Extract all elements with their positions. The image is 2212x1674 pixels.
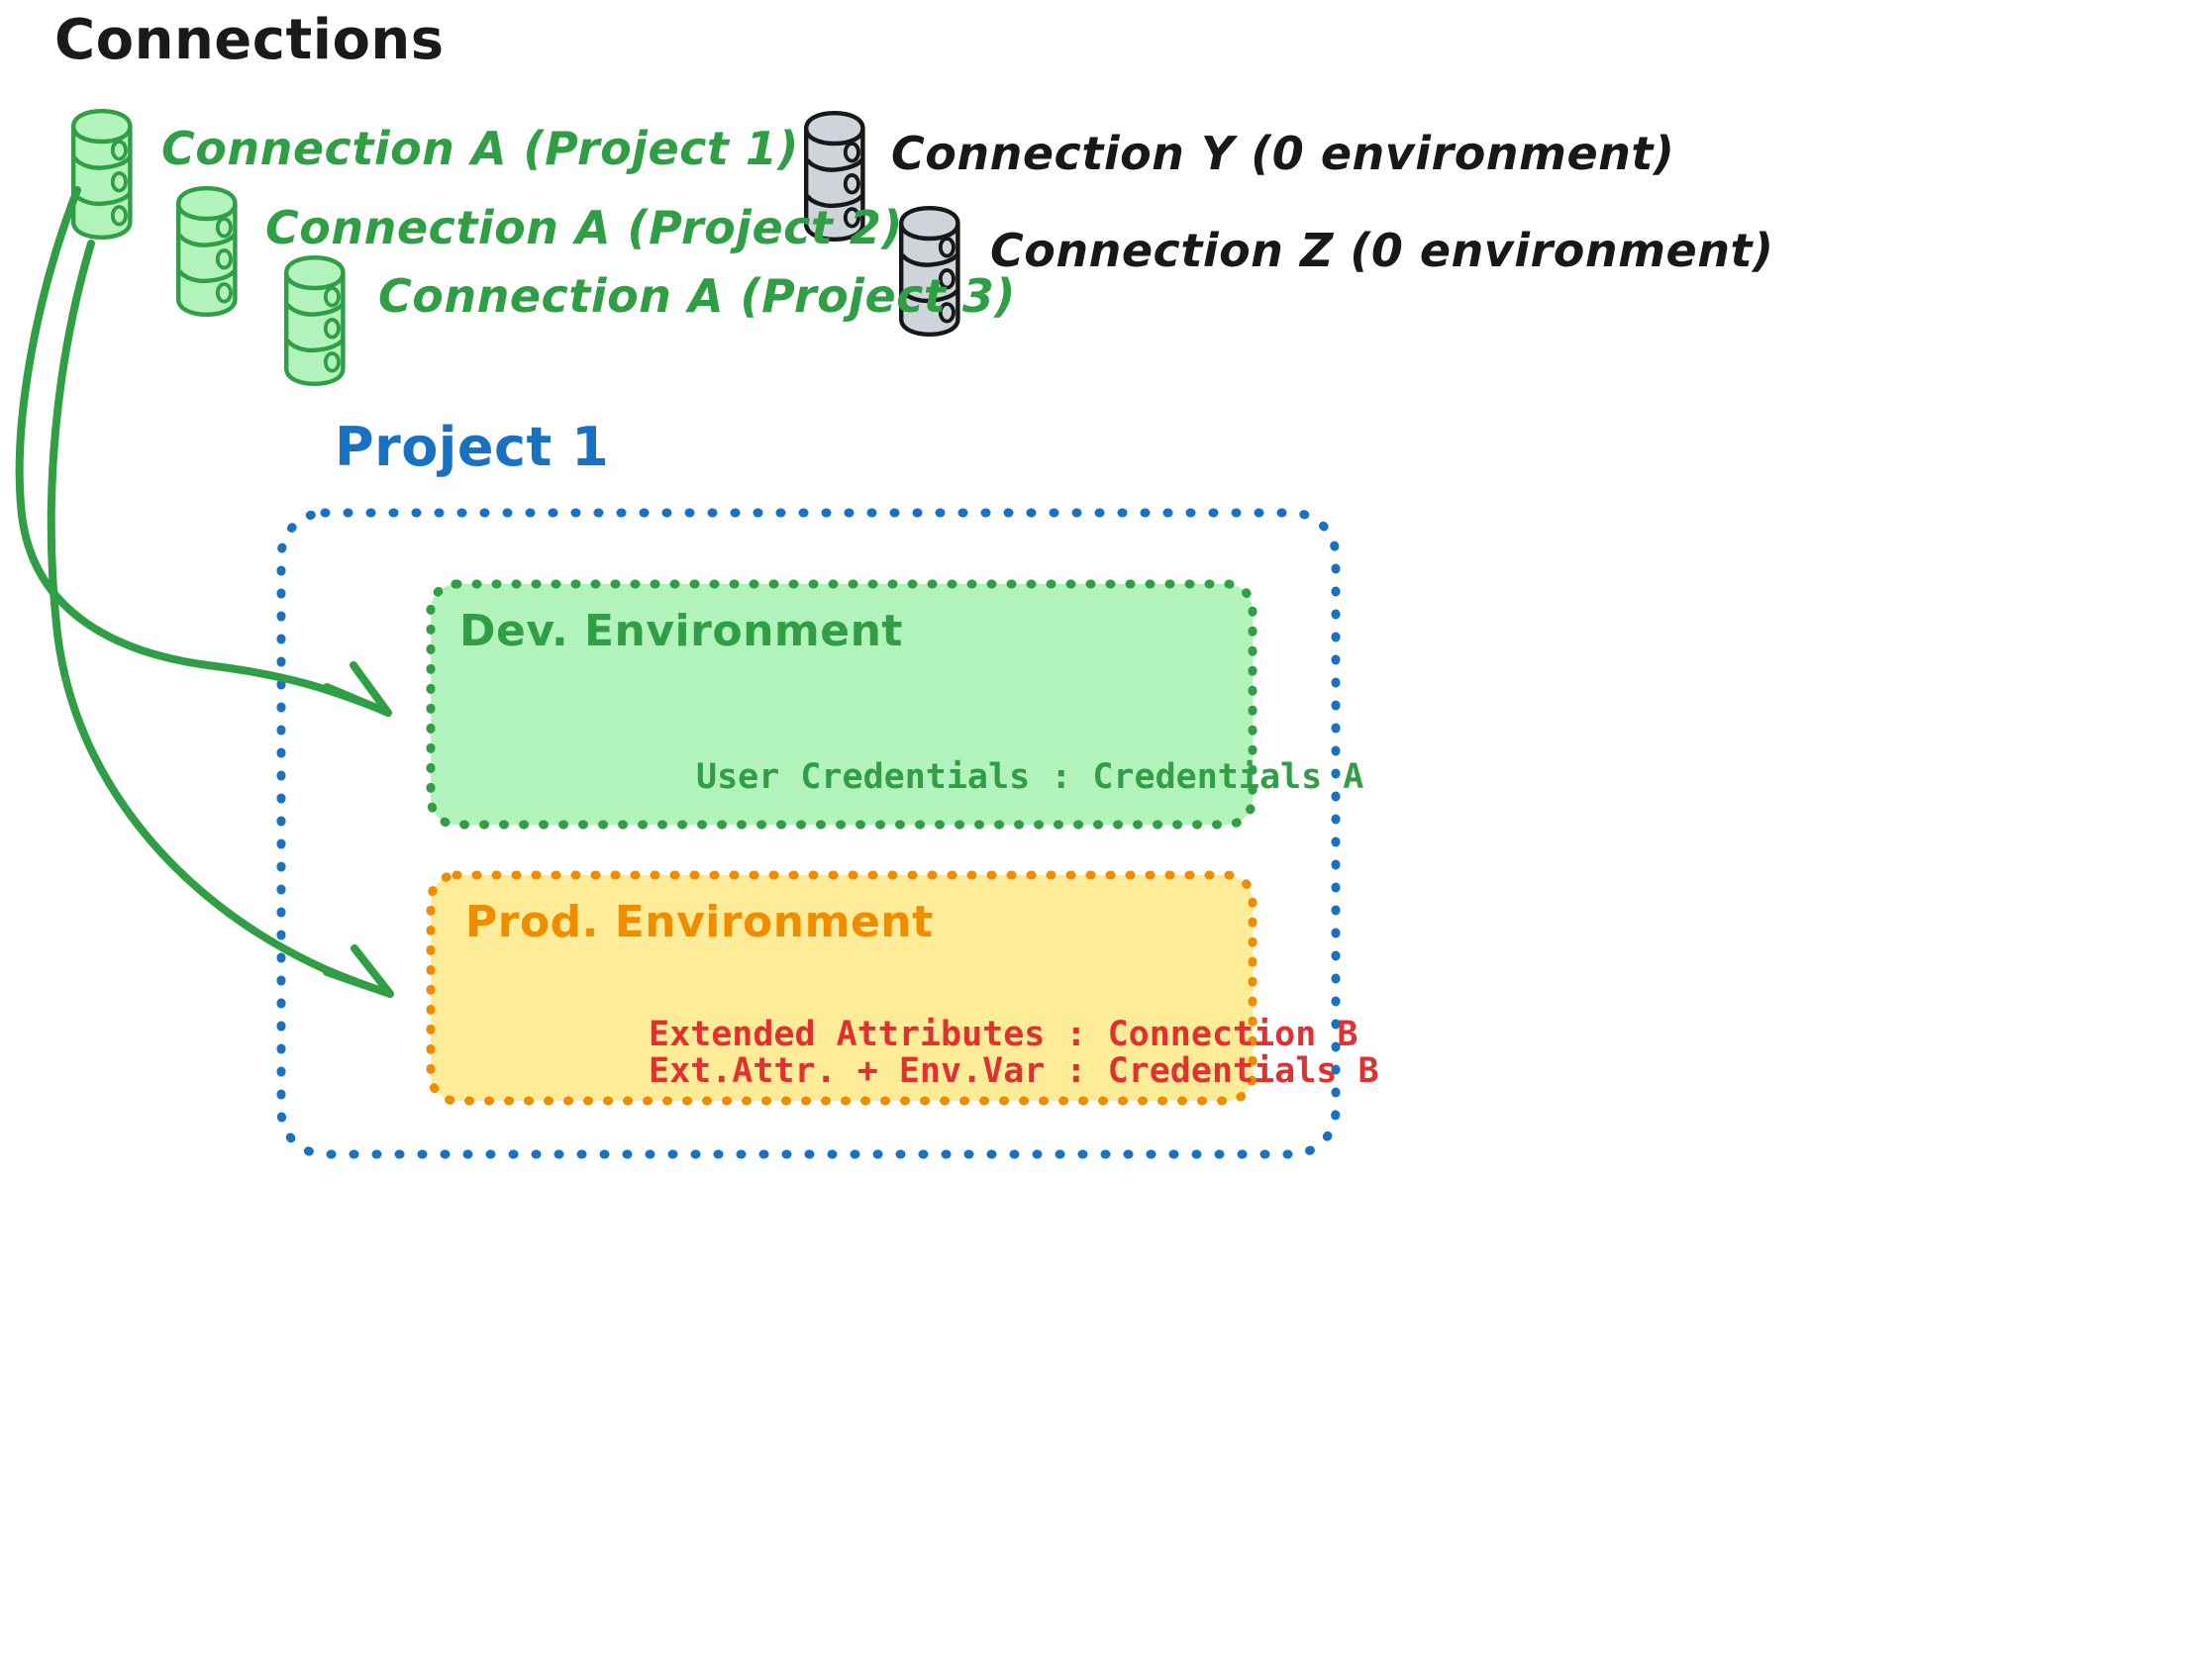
arrow-connection-a-to-prod [47, 240, 394, 998]
prod-environment-row-0: Extended Attributes : Connection B [649, 1015, 1358, 1054]
connection-label-z: Connection Z (0 environment) [990, 224, 1774, 277]
connection-label-a1: Connection A (Project 1) [161, 122, 799, 175]
prod-environment-row-1: Ext.Attr. + Env.Var : Credentials B [649, 1051, 1379, 1091]
database-cylinder-icon-connection-a2 [176, 186, 238, 318]
project-container-border [276, 508, 1341, 1159]
database-cylinder-icon-connection-y [804, 111, 865, 243]
database-cylinder-icon-connection-a1 [71, 109, 133, 241]
database-cylinder-icon-connection-z [899, 206, 960, 338]
page-title: Connections [54, 8, 445, 72]
project-title: Project 1 [335, 416, 610, 478]
dev-environment-title: Dev. Environment [459, 606, 903, 656]
prod-environment-title: Prod. Environment [465, 897, 934, 947]
arrow-connection-a-to-dev [15, 186, 392, 717]
prod-environment-box [426, 870, 1257, 1106]
dev-environment-box [426, 579, 1257, 830]
connection-label-a3: Connection A (Project 3) [378, 269, 1016, 323]
connection-label-y: Connection Y (0 environment) [891, 127, 1675, 180]
dev-environment-row-0: User Credentials : Credentials A [696, 757, 1364, 797]
connection-label-a2: Connection A (Project 2) [265, 201, 903, 254]
database-cylinder-icon-connection-a3 [284, 255, 346, 387]
